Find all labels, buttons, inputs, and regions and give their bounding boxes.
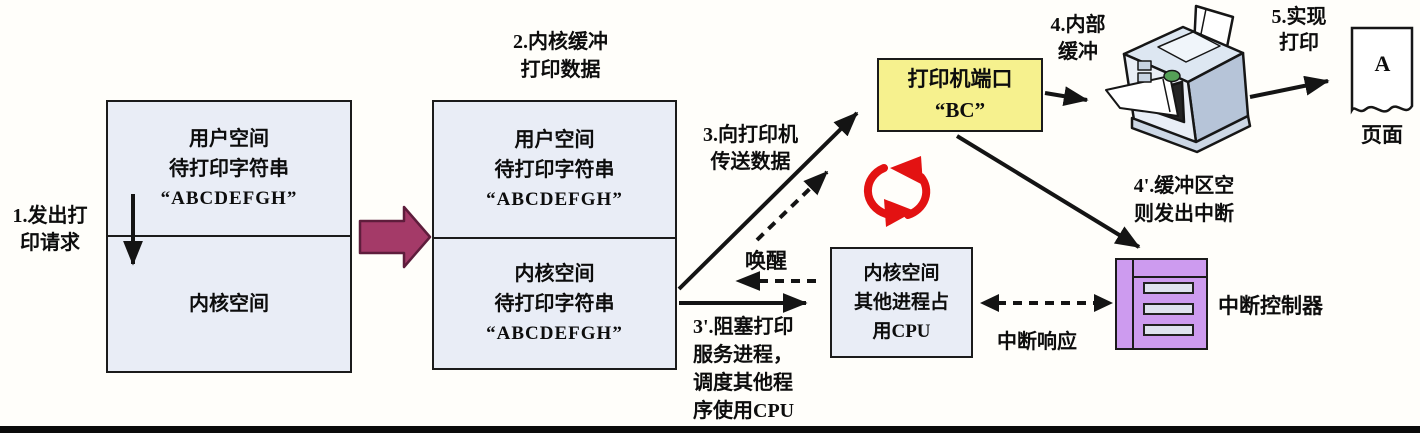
interrupt-response-label: 中断响应	[997, 331, 1077, 353]
step3-line1: 3.向打印机	[703, 124, 798, 146]
cpu-box-line1: 内核空间	[863, 263, 940, 284]
box1-kernel-space-label: 内核空间	[189, 293, 269, 315]
memory-box-1: 用户空间 待打印字符串 “ABCDEFGH” 内核空间	[106, 100, 352, 373]
box2-kernel-string-value: “ABCDEFGH”	[486, 322, 623, 344]
memory-box-2-kernel-section: 内核空间 待打印字符串 “ABCDEFGH”	[434, 239, 675, 368]
step3b-line1: 3'.阻塞打印	[693, 316, 794, 338]
step1-line2: 印请求	[20, 232, 80, 254]
controller-divider-v	[1132, 260, 1134, 348]
page-label: 页面	[1361, 123, 1403, 147]
cpu-box-line2: 其他进程占	[853, 292, 949, 313]
dashed-return-arrow	[755, 170, 829, 242]
memory-box-2: 用户空间 待打印字符串 “ABCDEFGH” 内核空间 待打印字符串 “ABCD…	[432, 100, 677, 370]
step3-label: 3.向打印机 传送数据	[683, 122, 818, 176]
box1-pending-string-label: 待打印字符串	[169, 157, 289, 180]
printer-icon	[1105, 4, 1252, 154]
bottom-border-line	[0, 426, 1420, 433]
memory-box-1-user-section: 用户空间 待打印字符串 “ABCDEFGH”	[108, 102, 350, 237]
print-output-arrow	[1249, 75, 1330, 99]
step4b-label: 4'.缓冲区空 则发出中断	[1118, 172, 1250, 228]
step3b-line3: 调度其他程	[693, 372, 793, 394]
box2-user-space-label: 用户空间	[514, 128, 595, 151]
memory-box-1-kernel-section: 内核空间	[108, 237, 350, 371]
step4b-line2: 则发出中断	[1134, 203, 1234, 225]
box1-user-space-label: 用户空间	[189, 127, 269, 150]
interrupt-controller-icon	[1115, 258, 1208, 350]
step4-label: 4.内部 缓冲	[1038, 12, 1118, 66]
controller-slot-2	[1143, 303, 1194, 315]
step2-line1: 2.内核缓冲	[513, 31, 608, 53]
step4b-line1: 4'.缓冲区空	[1133, 175, 1235, 197]
cpu-box-line3: 用CPU	[872, 321, 931, 342]
step2-line2: 打印数据	[520, 59, 601, 81]
printer-port-value: “BC”	[934, 98, 986, 122]
box2-kernel-space-label: 内核空间	[514, 262, 595, 285]
interrupt-response-arrowhead-left	[980, 294, 999, 312]
step5-line2: 打印	[1279, 32, 1319, 54]
step3b-line4: 序使用CPU	[693, 400, 795, 422]
page-letter: A	[1374, 51, 1391, 76]
box2-kernel-pending-label: 待打印字符串	[494, 292, 615, 315]
internal-buffer-arrow	[1044, 86, 1089, 107]
box2-pending-string-label: 待打印字符串	[494, 158, 615, 181]
step3-line2: 传送数据	[710, 151, 791, 173]
interrupt-controller-label: 中断控制器	[1218, 294, 1323, 318]
interrupt-response-arrowhead-right	[1094, 294, 1113, 312]
controller-slot-3	[1143, 324, 1194, 336]
step4-line1: 4.内部	[1050, 14, 1106, 36]
cpu-process-box: 内核空间 其他进程占 用CPU	[830, 247, 973, 358]
step5-line1: 5.实现	[1271, 6, 1327, 28]
step3b-line2: 服务进程，	[693, 344, 793, 366]
step1-line1: 1.发出打	[12, 205, 88, 227]
buffer-empty-interrupt-arrow	[955, 134, 1141, 249]
wakeup-label: 唤醒	[745, 249, 787, 273]
controller-divider-h	[1132, 276, 1206, 278]
step5-label: 5.实现 打印	[1256, 4, 1342, 56]
box1-string-value: “ABCDEFGH”	[160, 187, 298, 209]
step2-label: 2.内核缓冲 打印数据	[478, 28, 643, 84]
block-arrow-icon	[358, 205, 432, 269]
refresh-cycle-icon	[863, 156, 931, 227]
step3b-label: 3'.阻塞打印 服务进程， 调度其他程 序使用CPU	[693, 313, 838, 425]
controller-slot-1	[1143, 282, 1194, 294]
printer-port-box: 打印机端口 “BC”	[877, 58, 1043, 132]
memory-box-2-user-section: 用户空间 待打印字符串 “ABCDEFGH”	[434, 102, 675, 239]
printer-port-label: 打印机端口	[907, 67, 1013, 91]
step4-line2: 缓冲	[1058, 41, 1098, 63]
step1-label: 1.发出打 印请求	[0, 203, 100, 257]
box2-string-value: “ABCDEFGH”	[486, 188, 623, 210]
